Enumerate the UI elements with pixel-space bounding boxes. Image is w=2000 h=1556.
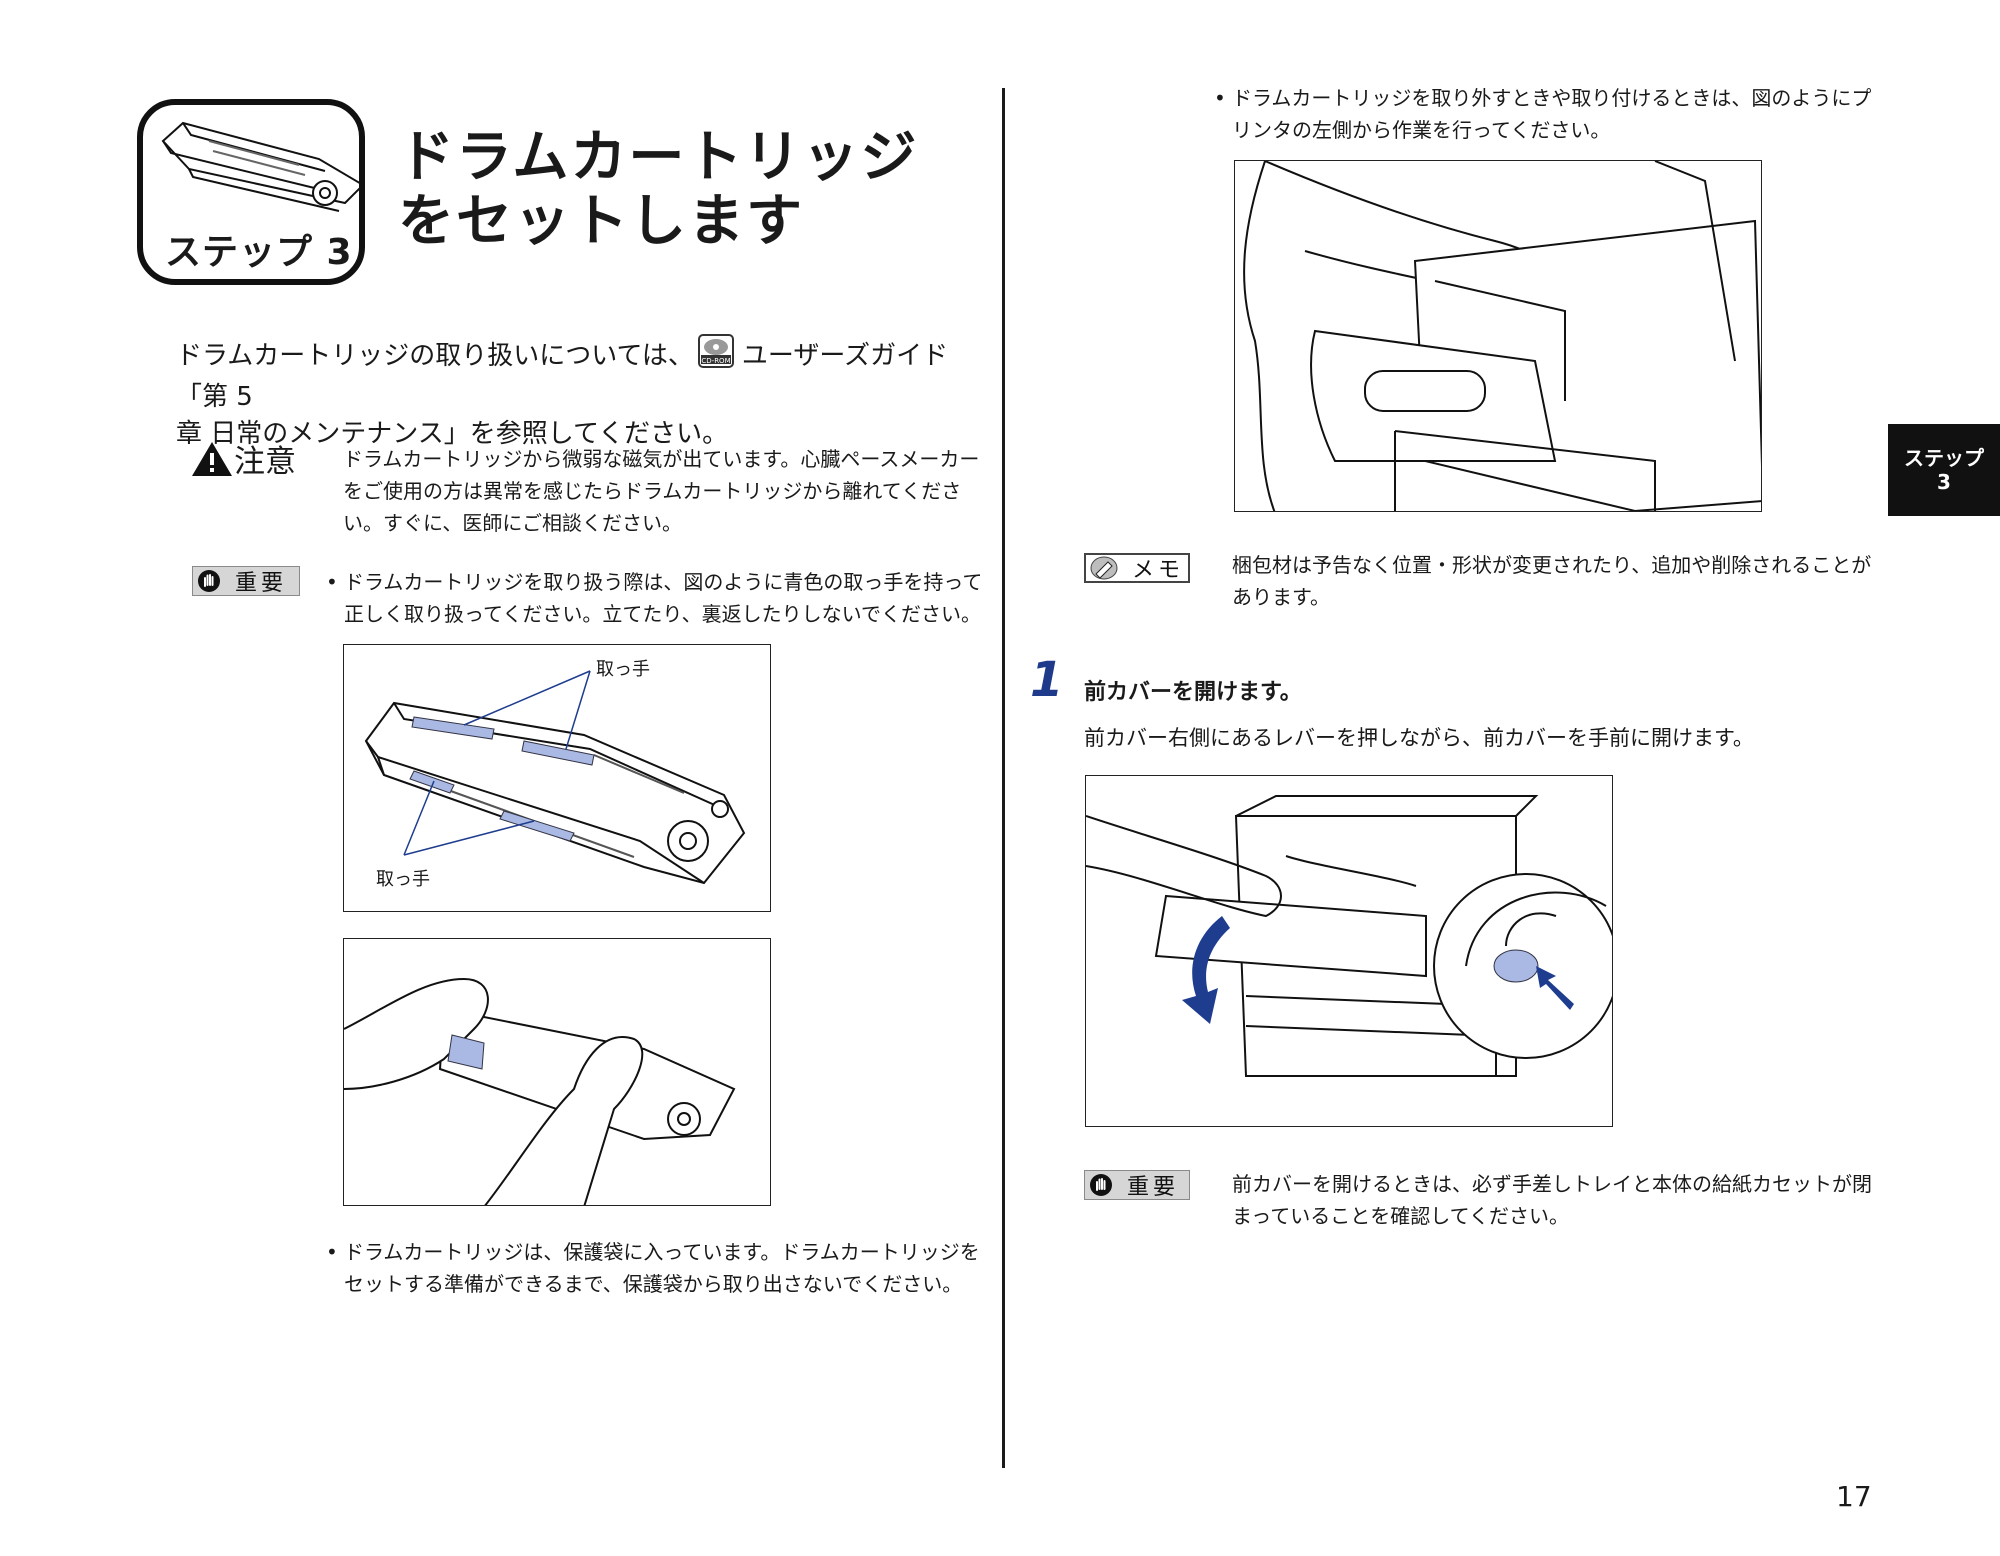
page-title-line1: ドラムカートリッジ	[398, 125, 919, 190]
caution-line2: をご使用の方は異常を感じたらドラムカートリッジから離れてくださ	[343, 479, 962, 503]
figure-open-front-cover	[1085, 775, 1613, 1127]
important-tag-2-label: 重要	[1127, 1175, 1180, 1200]
page-title-line2: をセットします	[398, 189, 804, 254]
bag-bullet-line2: セットする準備ができるまで、保護袋から取り出さないでください。	[344, 1272, 963, 1296]
blue-handles	[409, 716, 595, 842]
bullet-dot: •	[326, 1240, 338, 1264]
stop-hand-icon	[1090, 1174, 1112, 1196]
warning-triangle-icon	[192, 441, 232, 476]
important-2-text: 前カバーを開けるときは、必ず手差しトレイと本体の給紙カセットが閉 まっていること…	[1232, 1168, 1872, 1232]
caution-line1: ドラムカートリッジから微弱な磁気が出ています。心臓ペースメーカー	[343, 447, 980, 471]
memo-line2: あります。	[1232, 585, 1330, 609]
important-tag-2: 重要	[1084, 1170, 1190, 1200]
step-number: 1	[1030, 652, 1064, 708]
bullet-dot: •	[1214, 86, 1226, 110]
side-tab-line1: ステップ	[1904, 446, 1984, 470]
bag-bullet: • ドラムカートリッジは、保護袋に入っています。ドラムカートリッジを セットする…	[326, 1236, 990, 1300]
caution-text: ドラムカートリッジから微弱な磁気が出ています。心臓ペースメーカー をご使用の方は…	[343, 443, 983, 539]
cd-rom-icon-text: CD-ROM	[701, 357, 730, 365]
memo-tag-label: メモ	[1132, 558, 1185, 583]
hands-holding-illustration	[344, 977, 736, 1205]
page-number: 17	[1836, 1480, 1872, 1513]
figure-holding-cartridge	[343, 938, 771, 1206]
caution-heading: 注意	[190, 436, 296, 481]
drum-cartridge-icon	[161, 121, 359, 212]
memo-text: 梱包材は予告なく位置・形状が変更されたり、追加や削除されることが あります。	[1232, 549, 1872, 613]
figure-printer-left-side	[1234, 160, 1762, 512]
blue-arrows	[1182, 916, 1574, 1024]
cartridge-illustration	[364, 670, 746, 885]
important-2-line1: 前カバーを開けるときは、必ず手差しトレイと本体の給紙カセットが閉	[1232, 1172, 1872, 1196]
left-side-bullet: • ドラムカートリッジを取り外すときや取り付けるときは、図のようにプ リンタの左…	[1214, 82, 1874, 146]
side-step-tab[interactable]: ステップ 3	[1888, 424, 2000, 516]
handle-label-top: 取っ手	[596, 659, 650, 680]
printer-access-illustration	[1243, 161, 1761, 511]
bag-bullet-line1: ドラムカートリッジは、保護袋に入っています。ドラムカートリッジを	[344, 1240, 980, 1264]
cd-rom-icon: CD-ROM	[697, 334, 734, 379]
intro-text-line2: 章 日常のメンテナンス」を参照してください。	[176, 419, 729, 449]
important-tag-label: 重要	[235, 571, 288, 596]
caution-line3: い。すぐに、医師にご相談ください。	[343, 511, 682, 535]
handle-leader-lines	[403, 670, 591, 856]
important-bullet-1-line1: ドラムカートリッジを取り扱う際は、図のように青色の取っ手を持って	[344, 570, 983, 594]
caution-label: 注意	[234, 444, 296, 480]
column-divider	[1002, 88, 1005, 1468]
figure-cartridge-handles: 取っ手 取っ手	[343, 644, 771, 912]
page-title: ドラムカートリッジ をセットします	[398, 126, 918, 254]
step-description: 前カバー右側にあるレバーを押しながら、前カバーを手前に開けます。	[1084, 726, 1754, 750]
left-side-bullet-line2: リンタの左側から作業を行ってください。	[1232, 118, 1611, 142]
stop-hand-icon	[198, 570, 220, 592]
important-bullet-1: • ドラムカートリッジを取り扱う際は、図のように青色の取っ手を持って 正しく取り…	[326, 566, 990, 630]
step-badge-label: ステップ 3	[165, 232, 353, 273]
important-bullet-1-line2: 正しく取り扱ってください。立てたり、裏返したりしないでください。	[344, 602, 981, 626]
important-tag: 重要	[192, 566, 300, 596]
pencil-icon	[1090, 556, 1118, 580]
handle-label-bottom: 取っ手	[376, 869, 430, 890]
memo-tag: メモ	[1084, 553, 1190, 583]
front-cover-illustration	[1086, 795, 1612, 1077]
memo-line1: 梱包材は予告なく位置・形状が変更されたり、追加や削除されることが	[1232, 553, 1872, 577]
bullet-dot: •	[326, 570, 338, 594]
step-badge: ステップ 3	[137, 99, 365, 285]
step-title: 前カバーを開けます。	[1084, 680, 1302, 705]
important-2-line2: まっていることを確認してください。	[1232, 1204, 1569, 1228]
side-tab-line2: 3	[1937, 470, 1951, 494]
left-side-bullet-line1: ドラムカートリッジを取り外すときや取り付けるときは、図のようにプ	[1232, 86, 1872, 110]
intro-text-part2: ユーザーズガイド「第 5	[176, 341, 949, 412]
intro-text-part1: ドラムカートリッジの取り扱いについては、	[176, 341, 694, 371]
